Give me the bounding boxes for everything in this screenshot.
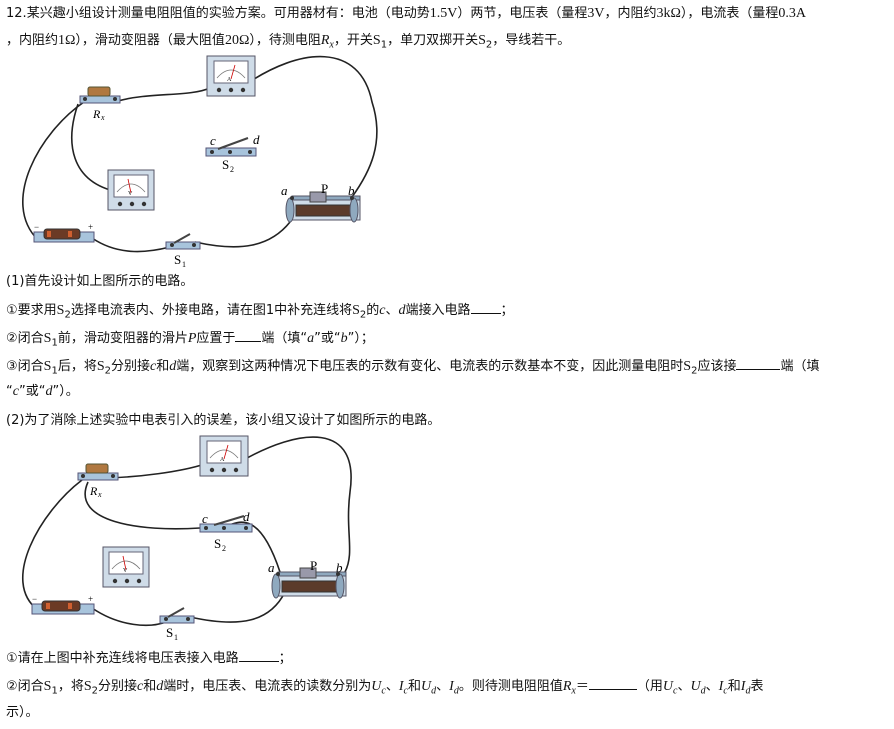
circuit-figure-2: R x A V c d S 2 a P b	[21, 435, 352, 642]
battery-1: −+	[33, 222, 95, 243]
part1-q3: ③闭合S1后，将S2分别接c和d端，观察到这两种情况下电压表的示数有变化、电流表…	[6, 356, 819, 381]
label-rx: R	[92, 107, 101, 121]
svg-text:2: 2	[230, 165, 234, 174]
svg-text:1: 1	[182, 260, 186, 269]
svg-text:−: −	[34, 222, 39, 232]
problem-intro-cont: ，内阻约1Ω），滑动变阻器（最大阻值20Ω），待测电阻Rx，开关S1，单刀双掷开…	[6, 33, 571, 51]
part2-q1: ①请在上图中补充连线将电压表接入电路；	[6, 648, 292, 668]
label-a: a	[281, 183, 288, 198]
svg-text:A: A	[220, 457, 225, 463]
problem-intro-text: 某兴趣小组设计测量电阻阻值的实验方案。可用器材有：电池（电动势1.5V）两节，电…	[26, 6, 807, 21]
label-c: c	[210, 133, 216, 148]
switch-s2-1: c d S 2	[205, 132, 260, 174]
voltmeter-2: V	[102, 546, 150, 588]
label-s2: S	[222, 157, 229, 172]
part2-heading: (2)为了消除上述实验中电表引入的误差，该小组又设计了如图所示的电路。	[6, 413, 441, 428]
svg-text:2: 2	[222, 544, 226, 553]
svg-text:x: x	[100, 113, 105, 122]
switch-s1-2: S 1	[159, 607, 195, 642]
circuit-figure-1: R x A V c d S 2 a P b	[22, 55, 378, 269]
svg-text:−: −	[32, 594, 37, 604]
switch-s2-2: c d S 2	[199, 509, 253, 553]
label-d-2: d	[243, 509, 250, 524]
wires-2	[21, 436, 352, 627]
svg-text:1: 1	[174, 633, 178, 642]
svg-text:x: x	[97, 490, 102, 499]
label-s1-2: S	[166, 625, 173, 640]
label-rx-2: R	[89, 484, 98, 498]
label-s1: S	[174, 252, 181, 267]
part1-q1: ①要求用S2选择电流表内、外接电路，请在图1中补充连线将S2的c、d端接入电路；	[6, 300, 514, 325]
rheostat-2: a P b	[268, 558, 347, 599]
problem-intro: 12.某兴趣小组设计测量电阻阻值的实验方案。可用器材有：电池（电动势1.5V）两…	[6, 5, 806, 23]
ammeter-2: A	[199, 435, 249, 477]
switch-s1-1: S 1	[165, 233, 201, 269]
wires-1	[22, 55, 378, 253]
svg-text:+: +	[88, 594, 93, 604]
label-b-2: b	[336, 560, 343, 575]
resistor-rx-2: R x	[77, 463, 119, 499]
part2-q2-cont: 示）。	[6, 705, 39, 720]
svg-text:A: A	[227, 77, 232, 83]
label-p: P	[321, 181, 328, 196]
part1-heading: (1)首先设计如上图所示的电路。	[6, 274, 194, 289]
part1-q3-cont: “c”或“d”）。	[6, 384, 79, 399]
svg-text:V: V	[123, 568, 128, 574]
label-a-2: a	[268, 560, 275, 575]
battery-2: −+	[31, 594, 95, 615]
part2-q2: ②闭合S1，将S2分别接c和d端时，电压表、电流表的读数分别为Uc、Ic和Ud、…	[6, 676, 763, 701]
svg-text:V: V	[128, 191, 133, 197]
ammeter-1: A	[206, 55, 256, 97]
label-b: b	[348, 183, 355, 198]
problem-number: 12.	[6, 6, 27, 21]
rheostat-1: a P b	[281, 181, 361, 223]
label-s2-2: S	[214, 536, 221, 551]
svg-text:+: +	[88, 222, 93, 232]
resistor-rx-1: R x	[79, 86, 121, 122]
label-c-2: c	[202, 511, 208, 526]
label-p-2: P	[310, 558, 317, 573]
part1-q2: ②闭合S1前，滑动变阻器的滑片P应置于端（填“a”或“b”）；	[6, 328, 374, 353]
voltmeter-1: V	[107, 169, 155, 211]
label-d: d	[253, 132, 260, 147]
